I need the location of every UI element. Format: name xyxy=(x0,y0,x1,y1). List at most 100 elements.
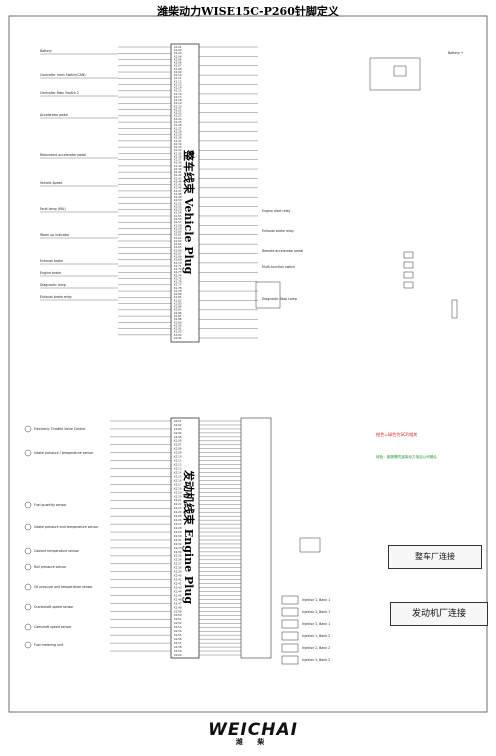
vehicle-pin-label: K1.76 xyxy=(174,280,182,284)
vehicle-pin-label: K1.63 xyxy=(174,239,182,243)
engine-pin-label: K2.46 xyxy=(174,597,182,601)
engine-pin-label: K2.04 xyxy=(174,431,182,435)
relay-1 xyxy=(403,251,414,259)
vehicle-pin-label: K1.42 xyxy=(174,173,182,177)
engine-pin-label: K2.59 xyxy=(174,649,182,653)
oem-connect-box: 整车厂连接 xyxy=(388,545,482,569)
engine-pin-label: K2.57 xyxy=(174,641,182,645)
injector-label: Injector 3, Bank 2 xyxy=(302,658,330,662)
sensor-symbol xyxy=(24,563,32,571)
engine-pin-label: K2.26 xyxy=(174,518,182,522)
engine-pin-label: K2.06 xyxy=(174,439,182,443)
relay-2 xyxy=(403,261,414,269)
injector-label: Injector 1, Bank 1 xyxy=(302,598,330,602)
vehicle-pin-label: K1.71 xyxy=(174,264,182,268)
engine-pin-label: K2.38 xyxy=(174,566,182,570)
engine-pin-label: K2.39 xyxy=(174,570,182,574)
logo-wordmark: WEICHAI xyxy=(208,720,298,740)
vehicle-pin-label: K1.01 xyxy=(174,45,182,49)
oem-connect-label: 整车厂连接 xyxy=(415,552,455,561)
injector-2 xyxy=(281,607,299,617)
vehicle-pin-label: K1.74 xyxy=(174,273,182,277)
vehicle-pin-label: K1.58 xyxy=(174,223,182,227)
vehicle-pin-label: K1.81 xyxy=(174,295,182,299)
vehicle-pin-label: K1.72 xyxy=(174,267,182,271)
vehicle-pin-label: K1.50 xyxy=(174,198,182,202)
engine-pin-label: K2.19 xyxy=(174,490,182,494)
engine-pin-label: K2.60 xyxy=(174,653,182,657)
vehicle-pin-label: K1.48 xyxy=(174,192,182,196)
vehicle-pin-label: K1.90 xyxy=(174,323,182,327)
engine-pin-label: K2.31 xyxy=(174,538,182,542)
left-device-label: Engine brake xyxy=(40,271,61,275)
engine-sensor-label: Rail pressure sensor xyxy=(34,565,67,569)
engine-pin-label: K2.43 xyxy=(174,585,182,589)
vehicle-pin-label: K1.55 xyxy=(174,214,182,218)
vehicle-pin-label: K1.92 xyxy=(174,330,182,334)
vehicle-pin-label: K1.10 xyxy=(174,73,182,77)
vehicle-pin-label: K1.44 xyxy=(174,179,182,183)
injector-4 xyxy=(281,631,299,641)
vehicle-pin-label: K1.47 xyxy=(174,189,182,193)
engine-pin-label: K2.52 xyxy=(174,621,182,625)
engine-pin-label: K2.18 xyxy=(174,486,182,490)
left-device-label: Warm up indicator xyxy=(40,233,70,237)
vehicle-wires xyxy=(40,46,258,339)
battery-relay-box xyxy=(369,57,421,91)
vehicle-pin-label: K1.09 xyxy=(174,70,182,74)
vehicle-pin-label: K1.02 xyxy=(174,48,182,52)
diagram-title: 潍柴动力WISE15C-P260针脚定义 xyxy=(157,5,339,18)
diagnostic-box xyxy=(255,281,281,309)
vehicle-pin-label: K1.22 xyxy=(174,111,182,115)
vehicle-pin-label: K1.30 xyxy=(174,136,182,140)
engine-pin-label: K2.41 xyxy=(174,578,182,582)
vehicle-pin-label: K1.29 xyxy=(174,133,182,137)
vehicle-pin-label: K1.70 xyxy=(174,261,182,265)
vehicle-pin-label: K1.41 xyxy=(174,170,182,174)
engine-pin-label: K2.13 xyxy=(174,466,182,470)
sensor-symbol xyxy=(24,523,32,531)
vehicle-pin-label: K1.75 xyxy=(174,276,182,280)
vehicle-pin-label: K1.73 xyxy=(174,270,182,274)
right-device-label: Engine start relay xyxy=(262,209,290,213)
engine-pin-label: K2.37 xyxy=(174,562,182,566)
sensor-symbol xyxy=(24,449,32,457)
engine-pin-label: K2.40 xyxy=(174,574,182,578)
engine-pin-label: K2.56 xyxy=(174,637,182,641)
vehicle-pin-label: K1.07 xyxy=(174,64,182,68)
engine-pin-label: K2.02 xyxy=(174,423,182,427)
engine-sensor-label: Coolant temperature sensor xyxy=(34,549,80,553)
right-device-label: Diagnostic Stop Lamp xyxy=(262,297,297,301)
sensor-symbol xyxy=(24,501,32,509)
right-device-label: Battery + xyxy=(448,51,464,55)
vehicle-pin-label: K1.80 xyxy=(174,292,182,296)
vehicle-plug-block xyxy=(170,43,200,343)
vehicle-pin-label: K1.53 xyxy=(174,208,182,212)
vehicle-pin-label: K1.28 xyxy=(174,129,182,133)
vehicle-pin-label: K1.16 xyxy=(174,92,182,96)
vehicle-pin-label: K1.87 xyxy=(174,314,182,318)
engine-pin-label: K2.25 xyxy=(174,514,182,518)
vehicle-pin-label: K1.45 xyxy=(174,183,182,187)
vehicle-pin-label: K1.89 xyxy=(174,320,182,324)
vehicle-pin-label: K1.59 xyxy=(174,226,182,230)
vehicle-pin-label: K1.31 xyxy=(174,139,182,143)
right-device-label: Remote accelerator pedal xyxy=(262,249,303,253)
vehicle-pin-label: K1.65 xyxy=(174,245,182,249)
vehicle-pin-label: K1.51 xyxy=(174,201,182,205)
injector-1 xyxy=(281,595,299,605)
engine-left-labels: Electronic Throttle Valve ControlIntake … xyxy=(34,427,99,647)
engine-pin-label: K2.12 xyxy=(174,463,182,467)
engine-pin-label: K2.44 xyxy=(174,589,182,593)
vehicle-pin-label: K1.33 xyxy=(174,145,182,149)
vehicle-pin-label: K1.11 xyxy=(174,76,182,80)
vehicle-pin-label: K1.83 xyxy=(174,301,182,305)
engine-pin-label: K2.53 xyxy=(174,625,182,629)
left-device-label: Diagnostic lamp xyxy=(40,283,66,287)
vehicle-pin-label: K1.68 xyxy=(174,255,182,259)
vehicle-pin-label: K1.24 xyxy=(174,117,182,121)
right-device-label: Multi-function switch xyxy=(262,265,295,269)
engine-pin-label: K2.15 xyxy=(174,474,182,478)
vehicle-pin-label: K1.69 xyxy=(174,258,182,262)
